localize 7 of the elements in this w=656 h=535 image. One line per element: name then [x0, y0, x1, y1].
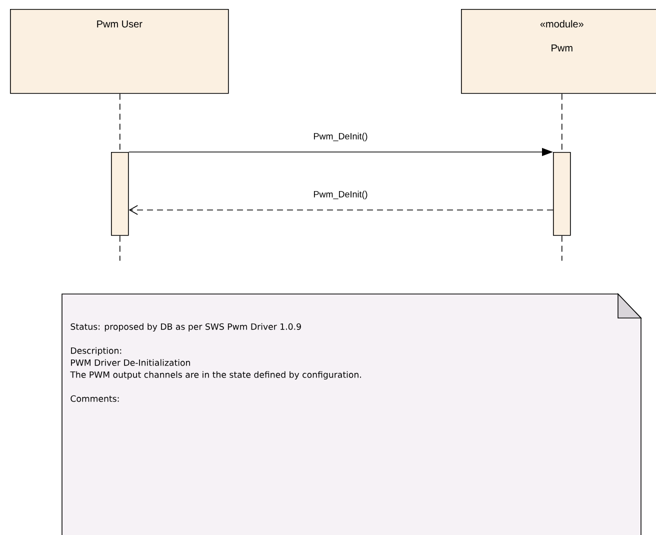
lifeline-box: «module» Pwm [461, 9, 656, 94]
activation-bar [111, 152, 129, 236]
message-label: Pwm_DeInit() [312, 190, 369, 200]
activation-bar [553, 152, 571, 236]
message-arrow [128, 205, 554, 215]
message-label: Pwm_DeInit() [312, 132, 369, 142]
lifeline-box: Pwm User [10, 9, 229, 94]
